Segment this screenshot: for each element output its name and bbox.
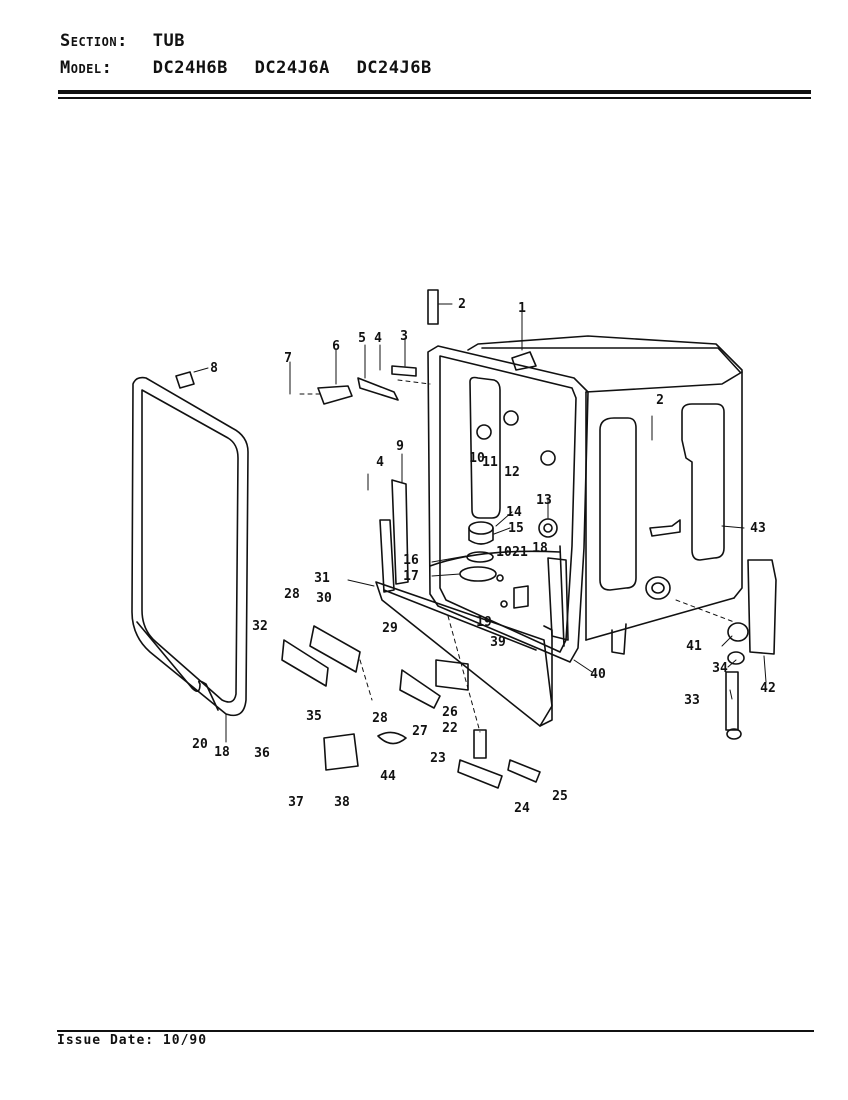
callout-number: 18 xyxy=(214,745,230,760)
tub-front-frame xyxy=(427,345,589,663)
callout-number: 23 xyxy=(430,751,446,766)
callout-number: 18 xyxy=(532,541,548,556)
callout-number: 30 xyxy=(316,591,332,606)
callout-number: 32 xyxy=(252,619,268,634)
section-line: Section: TUB xyxy=(60,31,201,51)
callout-number: 25 xyxy=(552,789,568,804)
callout-number: 1 xyxy=(518,301,526,316)
callout-number: 44 xyxy=(380,769,396,784)
front-panel xyxy=(375,479,553,727)
callout-number: 14 xyxy=(506,505,522,520)
model-line: Model: DC24H6B DC24J6A DC24J6B xyxy=(60,58,448,78)
spray-arm-assembly xyxy=(429,410,561,609)
callout-number: 37 xyxy=(288,795,304,810)
callout-number: 8 xyxy=(210,361,218,376)
callout-number: 29 xyxy=(382,621,398,636)
model-number: DC24H6B xyxy=(152,58,228,78)
callout-number: 3 xyxy=(400,329,408,344)
door-gasket xyxy=(131,371,249,717)
footer-rule xyxy=(57,1030,814,1032)
callout-number: 2 xyxy=(458,297,466,312)
callout-number: 16 xyxy=(403,553,419,568)
callout-number: 10 xyxy=(469,451,485,466)
callout-number: 39 xyxy=(490,635,506,650)
issue-date: Issue Date: 10/90 xyxy=(57,1033,208,1048)
callout-number: 12 xyxy=(504,465,520,480)
callout-number: 42 xyxy=(760,681,776,696)
callout-number: 33 xyxy=(684,693,700,708)
callout-number: 5 xyxy=(358,331,366,346)
tub-body xyxy=(467,335,743,655)
callout-number: 17 xyxy=(403,569,419,584)
assembly-dashes xyxy=(299,379,735,733)
model-label: Model: xyxy=(60,58,113,78)
callout-number: 4 xyxy=(374,331,382,346)
callout-number: 15 xyxy=(508,521,524,536)
callout-number: 43 xyxy=(750,521,766,536)
callout-number: 6 xyxy=(332,339,340,354)
callout-number: 19 xyxy=(476,615,492,630)
callout-number: 27 xyxy=(412,724,428,739)
header-rule-thick xyxy=(58,90,811,94)
callout-number: 2 xyxy=(656,393,664,408)
callout-number: 20 xyxy=(192,737,208,752)
callout-number: 22 xyxy=(442,721,458,736)
section-value: TUB xyxy=(152,31,185,51)
callout-number: 41 xyxy=(686,639,702,654)
model-number: DC24J6B xyxy=(356,58,432,78)
callout-number: 31 xyxy=(314,571,330,586)
callout-number: 9 xyxy=(396,439,404,454)
callout-number: 38 xyxy=(334,795,350,810)
callout-number: 40 xyxy=(590,667,606,682)
callout-number: 26 xyxy=(442,705,458,720)
leader-lines xyxy=(193,303,767,743)
hinge-parts xyxy=(281,289,777,789)
callout-number: 28 xyxy=(372,711,388,726)
model-number: DC24J6A xyxy=(254,58,330,78)
callout-number: 10 xyxy=(496,545,512,560)
section-label: Section: xyxy=(60,31,128,51)
callout-labels: 1223445678910101112131415161718181920212… xyxy=(192,297,776,816)
callout-number: 13 xyxy=(536,493,552,508)
callout-number: 28 xyxy=(284,587,300,602)
callout-number: 4 xyxy=(376,455,384,470)
callout-number: 21 xyxy=(512,545,528,560)
callout-number: 11 xyxy=(482,455,498,470)
callout-number: 35 xyxy=(306,709,322,724)
callout-number: 7 xyxy=(284,351,292,366)
callout-number: 36 xyxy=(254,746,270,761)
callout-number: 34 xyxy=(712,661,728,676)
callout-number: 24 xyxy=(514,801,530,816)
header-rule-thin xyxy=(58,97,811,99)
